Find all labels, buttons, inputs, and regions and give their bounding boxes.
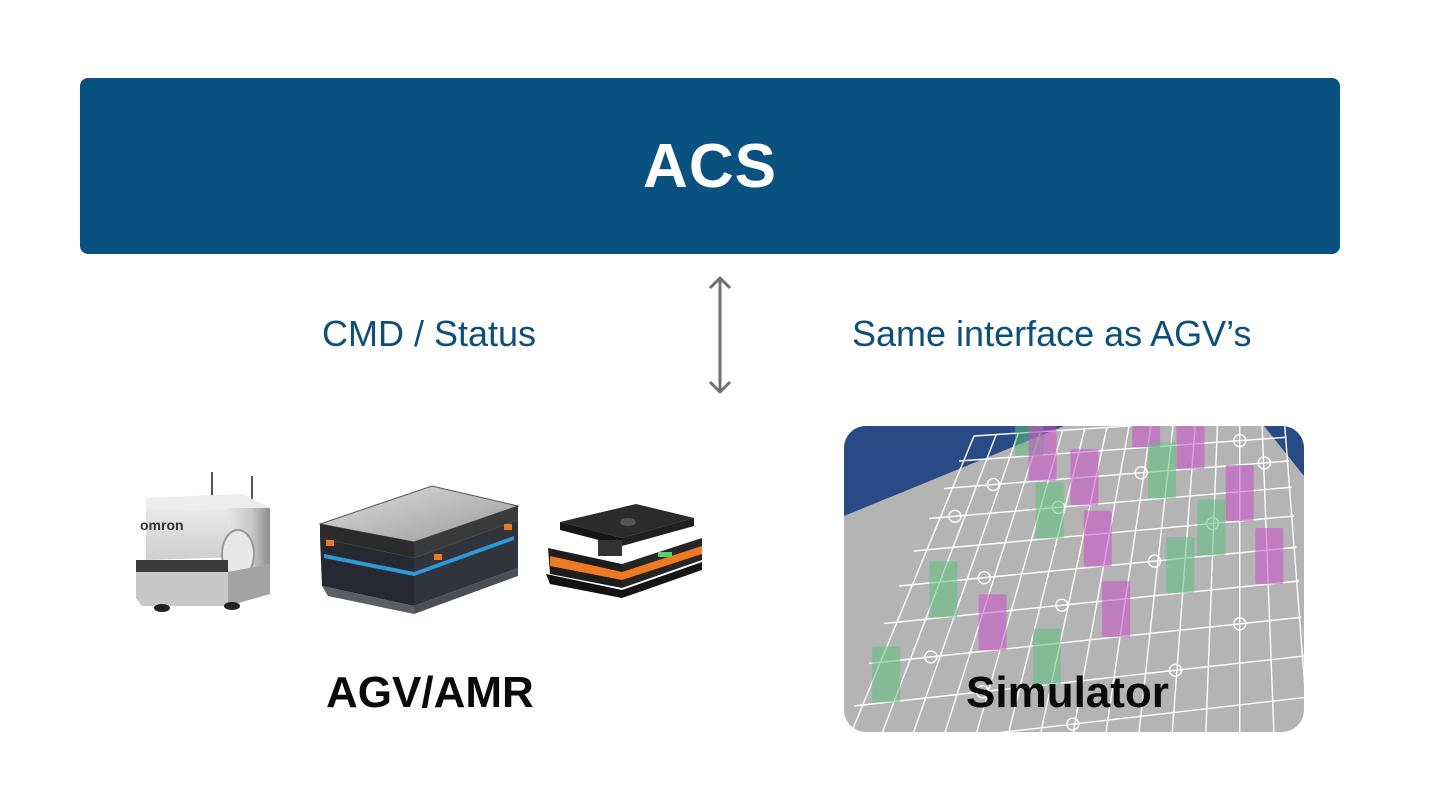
grid-line — [850, 435, 975, 732]
grid-node — [975, 685, 990, 699]
grid-line — [881, 434, 997, 732]
grid-node — [986, 477, 1000, 492]
grid-node — [1257, 456, 1272, 470]
shelf-block-magenta — [1176, 426, 1205, 469]
shelf-block-magenta — [1225, 465, 1254, 521]
grid-line — [1205, 426, 1219, 732]
shelf-block-magenta — [1255, 528, 1284, 585]
grid-line — [853, 655, 1304, 707]
shelf-block-green — [872, 646, 901, 703]
shelf-block-green — [1148, 442, 1177, 499]
shelf-block-green — [1035, 482, 1064, 539]
grid-node — [1168, 663, 1183, 677]
simulator-grid-view — [844, 426, 1304, 732]
grid-line — [868, 616, 1302, 665]
grid-node — [1233, 617, 1247, 631]
cmd-status-label: CMD / Status — [322, 313, 537, 354]
shelf-block-green — [1166, 537, 1195, 594]
acs-block: ACS — [80, 78, 1340, 254]
double-arrow-icon — [708, 276, 732, 394]
shelf-block-magenta — [1083, 510, 1112, 567]
grid-line — [1072, 426, 1130, 732]
shelf-block-magenta — [978, 594, 1007, 651]
grid-node — [1134, 466, 1148, 480]
shelf-block-green — [1197, 499, 1226, 556]
omron-robot-icon: omron — [136, 472, 270, 612]
omron-logo-text: omron — [140, 517, 184, 533]
grid-node — [1147, 554, 1162, 568]
orange-amr-icon — [546, 504, 702, 598]
grid-node — [1055, 598, 1069, 612]
grid-line — [958, 436, 1287, 462]
grid-line — [1284, 426, 1304, 686]
acs-title: ACS — [643, 131, 777, 201]
shelf-block-magenta — [1070, 449, 1099, 506]
shelf-block-magenta — [1028, 426, 1057, 481]
grid-node — [1066, 717, 1080, 731]
shelf-block-magenta — [1132, 426, 1161, 448]
grid-line — [998, 696, 1304, 732]
grid-line — [1008, 428, 1086, 732]
mir-amr-icon — [318, 485, 520, 614]
grid-node — [977, 570, 991, 585]
shelf-block-green — [929, 561, 958, 618]
agv-amr-caption: AGV/AMR — [326, 668, 534, 717]
simulator-caption: Simulator — [966, 668, 1169, 717]
shelf-block-magenta — [1102, 581, 1131, 638]
simulator-panel: Simulator — [844, 426, 1304, 732]
same-interface-label: Same interface as AGV’s — [852, 313, 1252, 354]
shelf-block-green — [1032, 628, 1061, 685]
grid-node — [948, 509, 962, 523]
grid-node — [1233, 433, 1247, 448]
grid-node — [924, 650, 938, 664]
